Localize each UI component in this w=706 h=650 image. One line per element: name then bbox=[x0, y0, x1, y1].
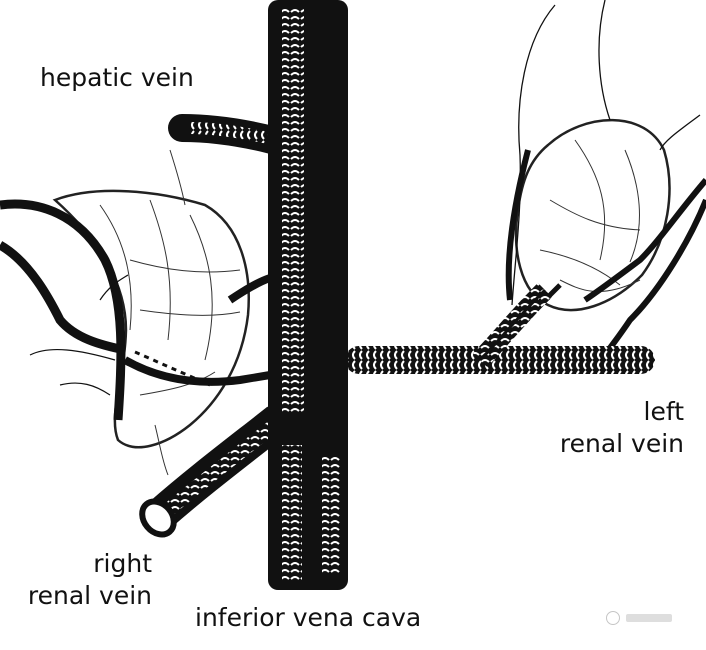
right-kidney bbox=[52, 149, 250, 476]
label-left-renal-vein-line2: renal vein bbox=[559, 429, 684, 458]
right-thin-vessels bbox=[505, 0, 706, 357]
watermark-dot-icon bbox=[606, 611, 620, 625]
watermark-logo-icon bbox=[606, 606, 686, 630]
hepatic-vein-branch bbox=[168, 114, 286, 154]
label-hepatic-vein: hepatic vein bbox=[40, 63, 194, 92]
left-thin-vessels bbox=[0, 199, 272, 421]
label-left-renal-vein: left renal vein bbox=[546, 396, 684, 460]
left-renal-vein bbox=[345, 282, 655, 374]
watermark-bar bbox=[626, 614, 672, 622]
inferior-vena-cava bbox=[268, 0, 348, 590]
left-kidney bbox=[514, 118, 671, 312]
right-renal-vein bbox=[139, 406, 289, 538]
label-right-renal-vein-line1: right bbox=[93, 549, 152, 578]
label-inferior-vena-cava: inferior vena cava bbox=[195, 603, 422, 632]
label-right-renal-vein: right renal vein bbox=[12, 548, 152, 612]
label-left-renal-vein-line1: left bbox=[643, 397, 685, 426]
label-right-renal-vein-line2: renal vein bbox=[27, 581, 152, 610]
